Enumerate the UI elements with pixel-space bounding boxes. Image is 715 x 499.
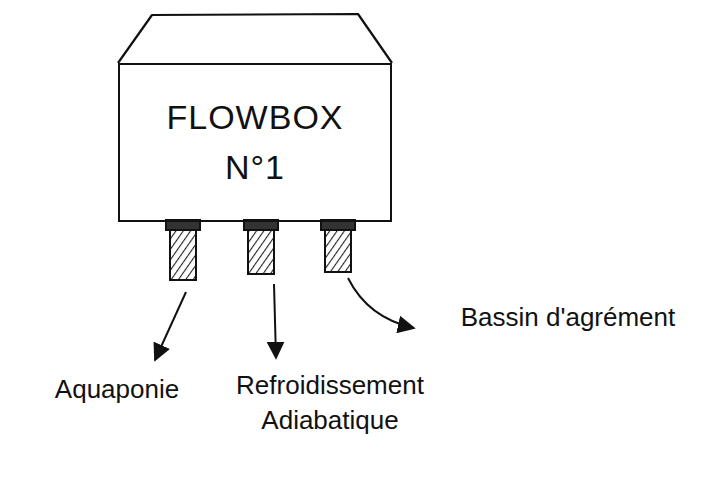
outlet-label: Bassin d'agrément <box>428 300 708 335</box>
box-title: FLOWBOX N°1 <box>155 93 355 192</box>
leader-arrows <box>155 278 414 360</box>
outlet-label: Aquaponie <box>22 372 212 407</box>
outlet-label: Refroidissement Adiabatique <box>205 368 455 438</box>
flowbox-box: FLOWBOX N°1 <box>118 63 392 222</box>
outlet-pipes <box>166 220 355 280</box>
box-top-face <box>118 14 392 63</box>
